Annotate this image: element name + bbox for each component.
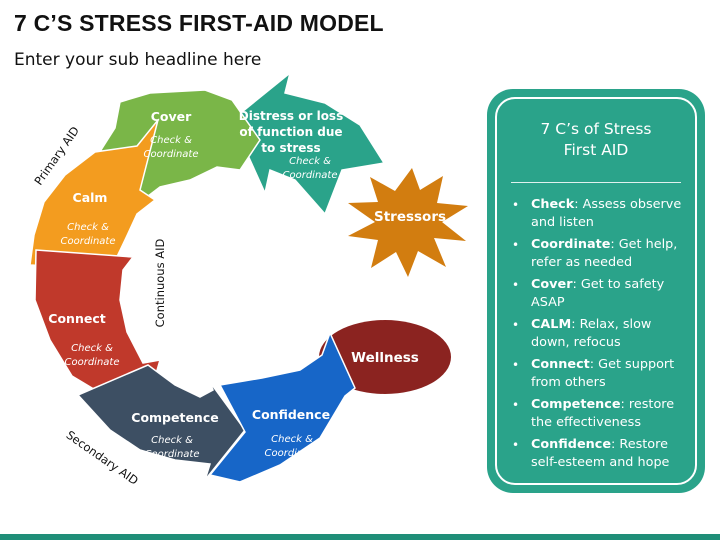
legend-text: : Get help, refer as needed	[531, 237, 678, 270]
confidence-arrow	[208, 331, 356, 483]
competence-title: Competence	[131, 410, 218, 425]
cover-title: Cover	[151, 109, 192, 124]
bullet-icon: •	[512, 438, 520, 452]
calm-arrow	[29, 119, 159, 271]
confidence-title: Confidence	[252, 407, 330, 422]
competence-sub-line2: Coordinate	[145, 449, 200, 460]
calm-sub-line2: Coordinate	[61, 236, 116, 247]
legend-term: Cover	[531, 277, 573, 292]
distress-title-line2: of function due	[239, 125, 342, 139]
legend-title-line1: 7 C’s of Stress	[540, 120, 652, 138]
legend-item: • Connect: Get support from others	[511, 356, 685, 392]
bottom-accent-bar	[0, 534, 720, 540]
calm-sub-line1: Check &	[67, 222, 109, 233]
competence-sub-line1: Check &	[151, 435, 193, 446]
legend-text: : Get support from others	[531, 357, 675, 390]
legend-term: CALM	[531, 317, 572, 332]
legend-item: • Check: Assess observe and listen	[511, 196, 685, 232]
legend-text: : restore the effectiveness	[531, 397, 675, 430]
legend-item: • Confidence: Restore self-esteem and hop…	[511, 436, 685, 472]
bullet-icon: •	[512, 358, 520, 372]
legend-term: Competence	[531, 397, 621, 412]
legend-text: : Assess observe and listen	[531, 197, 682, 230]
cover-sub-line1: Check &	[150, 135, 192, 146]
calm-title: Calm	[73, 190, 108, 205]
confidence-sub-line2: Coordinate	[265, 448, 320, 459]
distress-sub-line2: Coordinate	[283, 170, 338, 181]
bullet-icon: •	[512, 198, 520, 212]
legend-item: • Competence: restore the effectiveness	[511, 396, 685, 432]
legend-term: Check	[531, 197, 575, 212]
bullet-icon: •	[512, 318, 520, 332]
wellness-label: Wellness	[351, 350, 419, 366]
legend-list: • Check: Assess observe and listen • Coord…	[511, 196, 685, 476]
distress-title-line1: Distress or loss	[239, 109, 343, 123]
legend-text: : Get to safety ASAP	[531, 277, 665, 310]
cover-sub-line2: Coordinate	[144, 149, 199, 160]
distress-sub-line1: Check &	[289, 156, 331, 167]
continuous-aid-label: Continuous AID	[153, 239, 167, 328]
stressors-label: Stressors	[374, 209, 446, 225]
legend-item: • Cover: Get to safety ASAP	[511, 276, 685, 312]
legend-panel: 7 C’s of Stress First AID • Check: Assess…	[487, 89, 705, 493]
confidence-sub-line1: Check &	[271, 434, 313, 445]
distress-arrow	[231, 71, 386, 216]
legend-text: : Restore self-esteem and hope	[531, 437, 670, 470]
connect-sub-line2: Coordinate	[65, 357, 120, 368]
page-title: 7 C’S STRESS FIRST-AID MODEL	[14, 10, 384, 36]
distress-title-line3: to stress	[261, 141, 320, 155]
connect-title: Connect	[48, 311, 105, 326]
legend-term: Connect	[531, 357, 590, 372]
bullet-icon: •	[512, 238, 520, 252]
legend-text: : Relax, slow down, refocus	[531, 317, 652, 350]
legend-item: • Coordinate: Get help, refer as needed	[511, 236, 685, 272]
bullet-icon: •	[512, 398, 520, 412]
bullet-icon: •	[512, 278, 520, 292]
legend-panel-border: 7 C’s of Stress First AID • Check: Assess…	[495, 97, 697, 485]
legend-item: • CALM: Relax, slow down, refocus	[511, 316, 685, 352]
legend-term: Confidence	[531, 437, 611, 452]
page-subtitle: Enter your sub headline here	[14, 50, 262, 70]
legend-divider	[511, 182, 681, 183]
legend-title-line2: First AID	[563, 141, 629, 159]
stressors-starburst	[348, 168, 468, 277]
legend-term: Coordinate	[531, 237, 611, 252]
legend-panel-title: 7 C’s of Stress First AID	[497, 119, 695, 161]
wellness-ellipse	[319, 320, 451, 394]
connect-sub-line1: Check &	[71, 343, 113, 354]
